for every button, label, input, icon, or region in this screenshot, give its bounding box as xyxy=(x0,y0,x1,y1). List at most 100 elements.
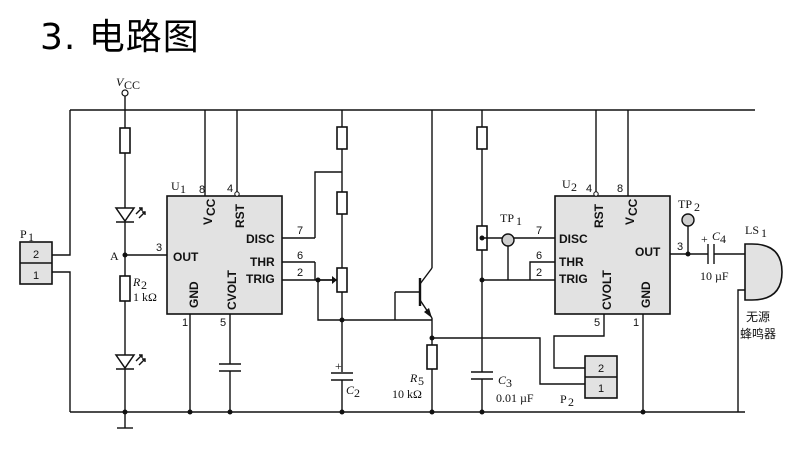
capacitor-c1 xyxy=(219,363,241,412)
resistor-r6 xyxy=(476,126,488,150)
resistor-r2 xyxy=(119,275,131,302)
u2-label-thr: THR xyxy=(559,255,584,269)
vcc-label-sub: CC xyxy=(124,78,140,92)
u2-ref-sub: 2 xyxy=(571,180,577,194)
u2-pin-trig-num: 2 xyxy=(536,267,542,279)
capacitor-c3: C 3 0.01 µF xyxy=(471,371,534,412)
ls1-desc-line1: 无源 xyxy=(746,310,770,324)
transistor-icon xyxy=(395,267,433,319)
u2-pin-vcc-num: 8 xyxy=(617,183,623,195)
u2-label-rst: RST xyxy=(592,203,606,228)
r5-value: 10 kΩ xyxy=(392,387,422,401)
p2-pin-2: 2 xyxy=(598,363,604,375)
u2-label-disc: DISC xyxy=(559,232,588,246)
u1-pin-cvolt-num: 5 xyxy=(220,317,226,329)
vcc-terminal: V CC xyxy=(116,75,140,110)
u1-label-out: OUT xyxy=(173,250,199,264)
page-title: 3. 电路图 xyxy=(40,17,200,58)
speaker-icon xyxy=(744,243,783,301)
ls1-ref-sub: 1 xyxy=(761,226,767,240)
u2-label-vcc: V xyxy=(623,217,637,225)
ic-u1: U 1 8 4 V CC RST OUT DISC THR TRIG GND C… xyxy=(166,110,342,415)
u1-label-rst: RST xyxy=(233,203,247,228)
p1-pin-1: 1 xyxy=(33,270,39,282)
c3-value: 0.01 µF xyxy=(496,391,534,405)
u2-label-gnd: GND xyxy=(639,281,653,308)
u1-label-vcc: V xyxy=(201,217,215,225)
resistor-r4 xyxy=(336,191,348,215)
u1-label-gnd: GND xyxy=(187,281,201,308)
capacitor-c2: + C 2 xyxy=(331,359,360,412)
u1-pin-gnd-num: 1 xyxy=(182,317,188,329)
r2-ref: R xyxy=(132,275,141,289)
c2-ref-sub: 2 xyxy=(354,386,360,400)
output-stage: TP 2 + C 4 10 µF LS 1 无源 蜂鸣器 xyxy=(678,197,783,412)
u1-ref: U xyxy=(171,179,180,193)
p2-pin-1: 1 xyxy=(598,383,604,395)
u1-ref-sub: 1 xyxy=(180,182,186,196)
c4-ref: C xyxy=(712,229,721,243)
capacitor-c4: + C 4 10 µF xyxy=(700,229,729,283)
c2-ref: C xyxy=(346,383,355,397)
ic-u2: U 2 4 8 RST V CC DISC THR TRIG OUT CVOLT… xyxy=(536,110,708,415)
u1-pin-vcc-num: 8 xyxy=(199,184,205,196)
u2-pin-gnd-num: 1 xyxy=(633,317,639,329)
left-branch: A R 2 1 kΩ 3 xyxy=(110,110,167,429)
u1-label-disc: DISC xyxy=(246,232,275,246)
c4-polarity: + xyxy=(701,232,708,246)
r2-ref-sub: 2 xyxy=(141,278,147,292)
potentiometer xyxy=(336,267,348,293)
connector-p2: 2 1 P 2 xyxy=(560,355,618,409)
connector-p1: 2 1 P 1 xyxy=(19,110,71,412)
p1-ref-sub: 1 xyxy=(28,230,34,244)
tp1-ref: TP xyxy=(500,211,514,225)
u1-pin-rst-num: 4 xyxy=(227,183,233,195)
tp2-ref-sub: 2 xyxy=(694,200,700,214)
u2-ref: U xyxy=(562,177,571,191)
u1-pin-disc-num: 7 xyxy=(297,225,303,237)
u2-pin-cvolt-num: 5 xyxy=(594,317,600,329)
r5-ref-sub: 5 xyxy=(418,374,424,388)
u2-label-trig: TRIG xyxy=(559,272,588,286)
p1-pin-2: 2 xyxy=(33,249,39,261)
u2-pin-disc-num: 7 xyxy=(536,225,542,237)
u1-label-trig: TRIG xyxy=(246,272,275,286)
test-point-tp1: TP 1 xyxy=(500,211,522,280)
resistor-r1 xyxy=(119,127,131,154)
p1-ref: P xyxy=(20,227,27,241)
c4-ref-sub: 4 xyxy=(720,232,726,246)
transistor-stage: R 5 10 kΩ xyxy=(392,110,585,415)
p2-ref: P xyxy=(560,392,567,406)
vcc-label: V xyxy=(116,75,125,89)
u1-pin-thr-num: 6 xyxy=(297,250,303,262)
test-point-tp2: TP 2 xyxy=(678,197,700,254)
u1-pin-trig-num: 2 xyxy=(297,267,303,279)
resistor-r5 xyxy=(426,344,438,370)
ls1-ref: LS xyxy=(745,223,759,237)
r2-value: 1 kΩ xyxy=(133,290,157,304)
u1-timing-network: + C 2 xyxy=(314,110,432,415)
ic-u2-body xyxy=(554,195,671,315)
u1-label-cvolt: CVOLT xyxy=(225,270,239,310)
tp1-ref-sub: 1 xyxy=(516,214,522,228)
u1-pin-out-num: 3 xyxy=(156,242,162,254)
u2-timing-network: TP 1 C 3 0.01 µF xyxy=(471,110,555,415)
u2-label-vcc-sub: CC xyxy=(626,198,640,216)
led-2 xyxy=(114,354,146,370)
c3-ref: C xyxy=(498,373,507,387)
led-1 xyxy=(114,207,146,223)
c2-polarity: + xyxy=(335,359,342,373)
u2-pin-out-num: 3 xyxy=(677,241,683,253)
u2-pin-thr-num: 6 xyxy=(536,250,542,262)
u2-label-out: OUT xyxy=(635,245,661,259)
u1-label-vcc-sub: CC xyxy=(204,198,218,216)
tp2-ref: TP xyxy=(678,197,692,211)
ic-u1-body xyxy=(166,195,283,315)
ls1-desc-line2: 蜂鸣器 xyxy=(740,326,776,341)
c3-ref-sub: 3 xyxy=(506,376,512,390)
u2-label-cvolt: CVOLT xyxy=(600,270,614,310)
r5-ref: R xyxy=(409,371,418,385)
p2-ref-sub: 2 xyxy=(568,395,574,409)
u2-pin-rst-num: 4 xyxy=(586,183,592,195)
